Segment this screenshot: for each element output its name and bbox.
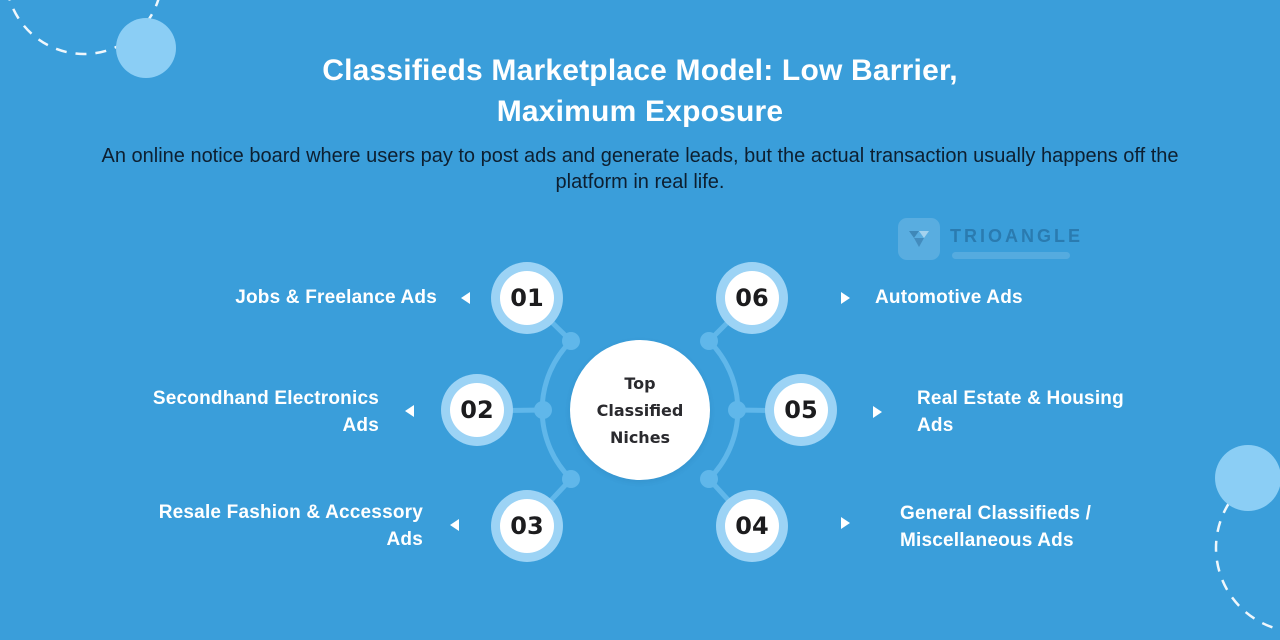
- niche-number-05: 05: [774, 383, 828, 437]
- niche-label-real-estate: Real Estate & Housing Ads: [917, 388, 1124, 436]
- niche-label-jobs-freelance: Jobs & Freelance Ads: [235, 287, 437, 308]
- niche-number-04: 04: [725, 499, 779, 553]
- center-hub-circle: Top Classified Niches: [570, 340, 710, 480]
- page-subtitle: An online notice board where users pay t…: [101, 145, 1179, 193]
- niche-number-03: 03: [500, 499, 554, 553]
- niche-label-secondhand-electronics: Secondhand Electronics Ads: [152, 388, 379, 436]
- niche-circle-01: 01: [491, 262, 563, 334]
- niche-label-automotive: Automotive Ads: [875, 287, 1023, 308]
- solid-circle-bottom-right: [1215, 445, 1280, 511]
- arrow-left-icon: [405, 405, 414, 417]
- watermark: TRIOANGLE: [898, 218, 1083, 260]
- trioangle-logo-icon: [898, 218, 940, 260]
- dashed-circle-top-left: [8, 0, 160, 56]
- niche-label-resale-fashion: Resale Fashion & Accessory Ads: [158, 502, 423, 550]
- niche-number-02: 02: [450, 383, 504, 437]
- solid-circle-top-left: [116, 18, 176, 78]
- page-title-line1: Classifieds Marketplace Model: Low Barri…: [322, 54, 958, 87]
- watermark-subtext-strip: [952, 252, 1070, 259]
- arrow-left-icon: [450, 519, 459, 531]
- arrow-right-icon: [841, 292, 850, 304]
- watermark-brand-text: TRIOANGLE: [950, 226, 1083, 246]
- niche-number-06: 06: [725, 271, 779, 325]
- arrow-left-icon: [461, 292, 470, 304]
- niche-circle-03: 03: [491, 490, 563, 562]
- niche-circle-05: 05: [765, 374, 837, 446]
- page-title-line2: Maximum Exposure: [496, 95, 784, 128]
- niche-circle-06: 06: [716, 262, 788, 334]
- center-hub-label: Top Classified Niches: [596, 373, 684, 447]
- arrow-right-icon: [841, 517, 850, 529]
- connector-nodes: [534, 332, 746, 488]
- niche-circle-04: 04: [716, 490, 788, 562]
- niche-number-01: 01: [500, 271, 554, 325]
- niche-label-general-classifieds: General Classifieds / Miscellaneous Ads: [900, 503, 1092, 551]
- dashed-circle-bottom-right: [1214, 465, 1280, 631]
- page-title: Classifieds Marketplace Model: Low Barri…: [0, 50, 1280, 132]
- arrow-right-icon: [873, 406, 882, 418]
- niche-circle-02: 02: [441, 374, 513, 446]
